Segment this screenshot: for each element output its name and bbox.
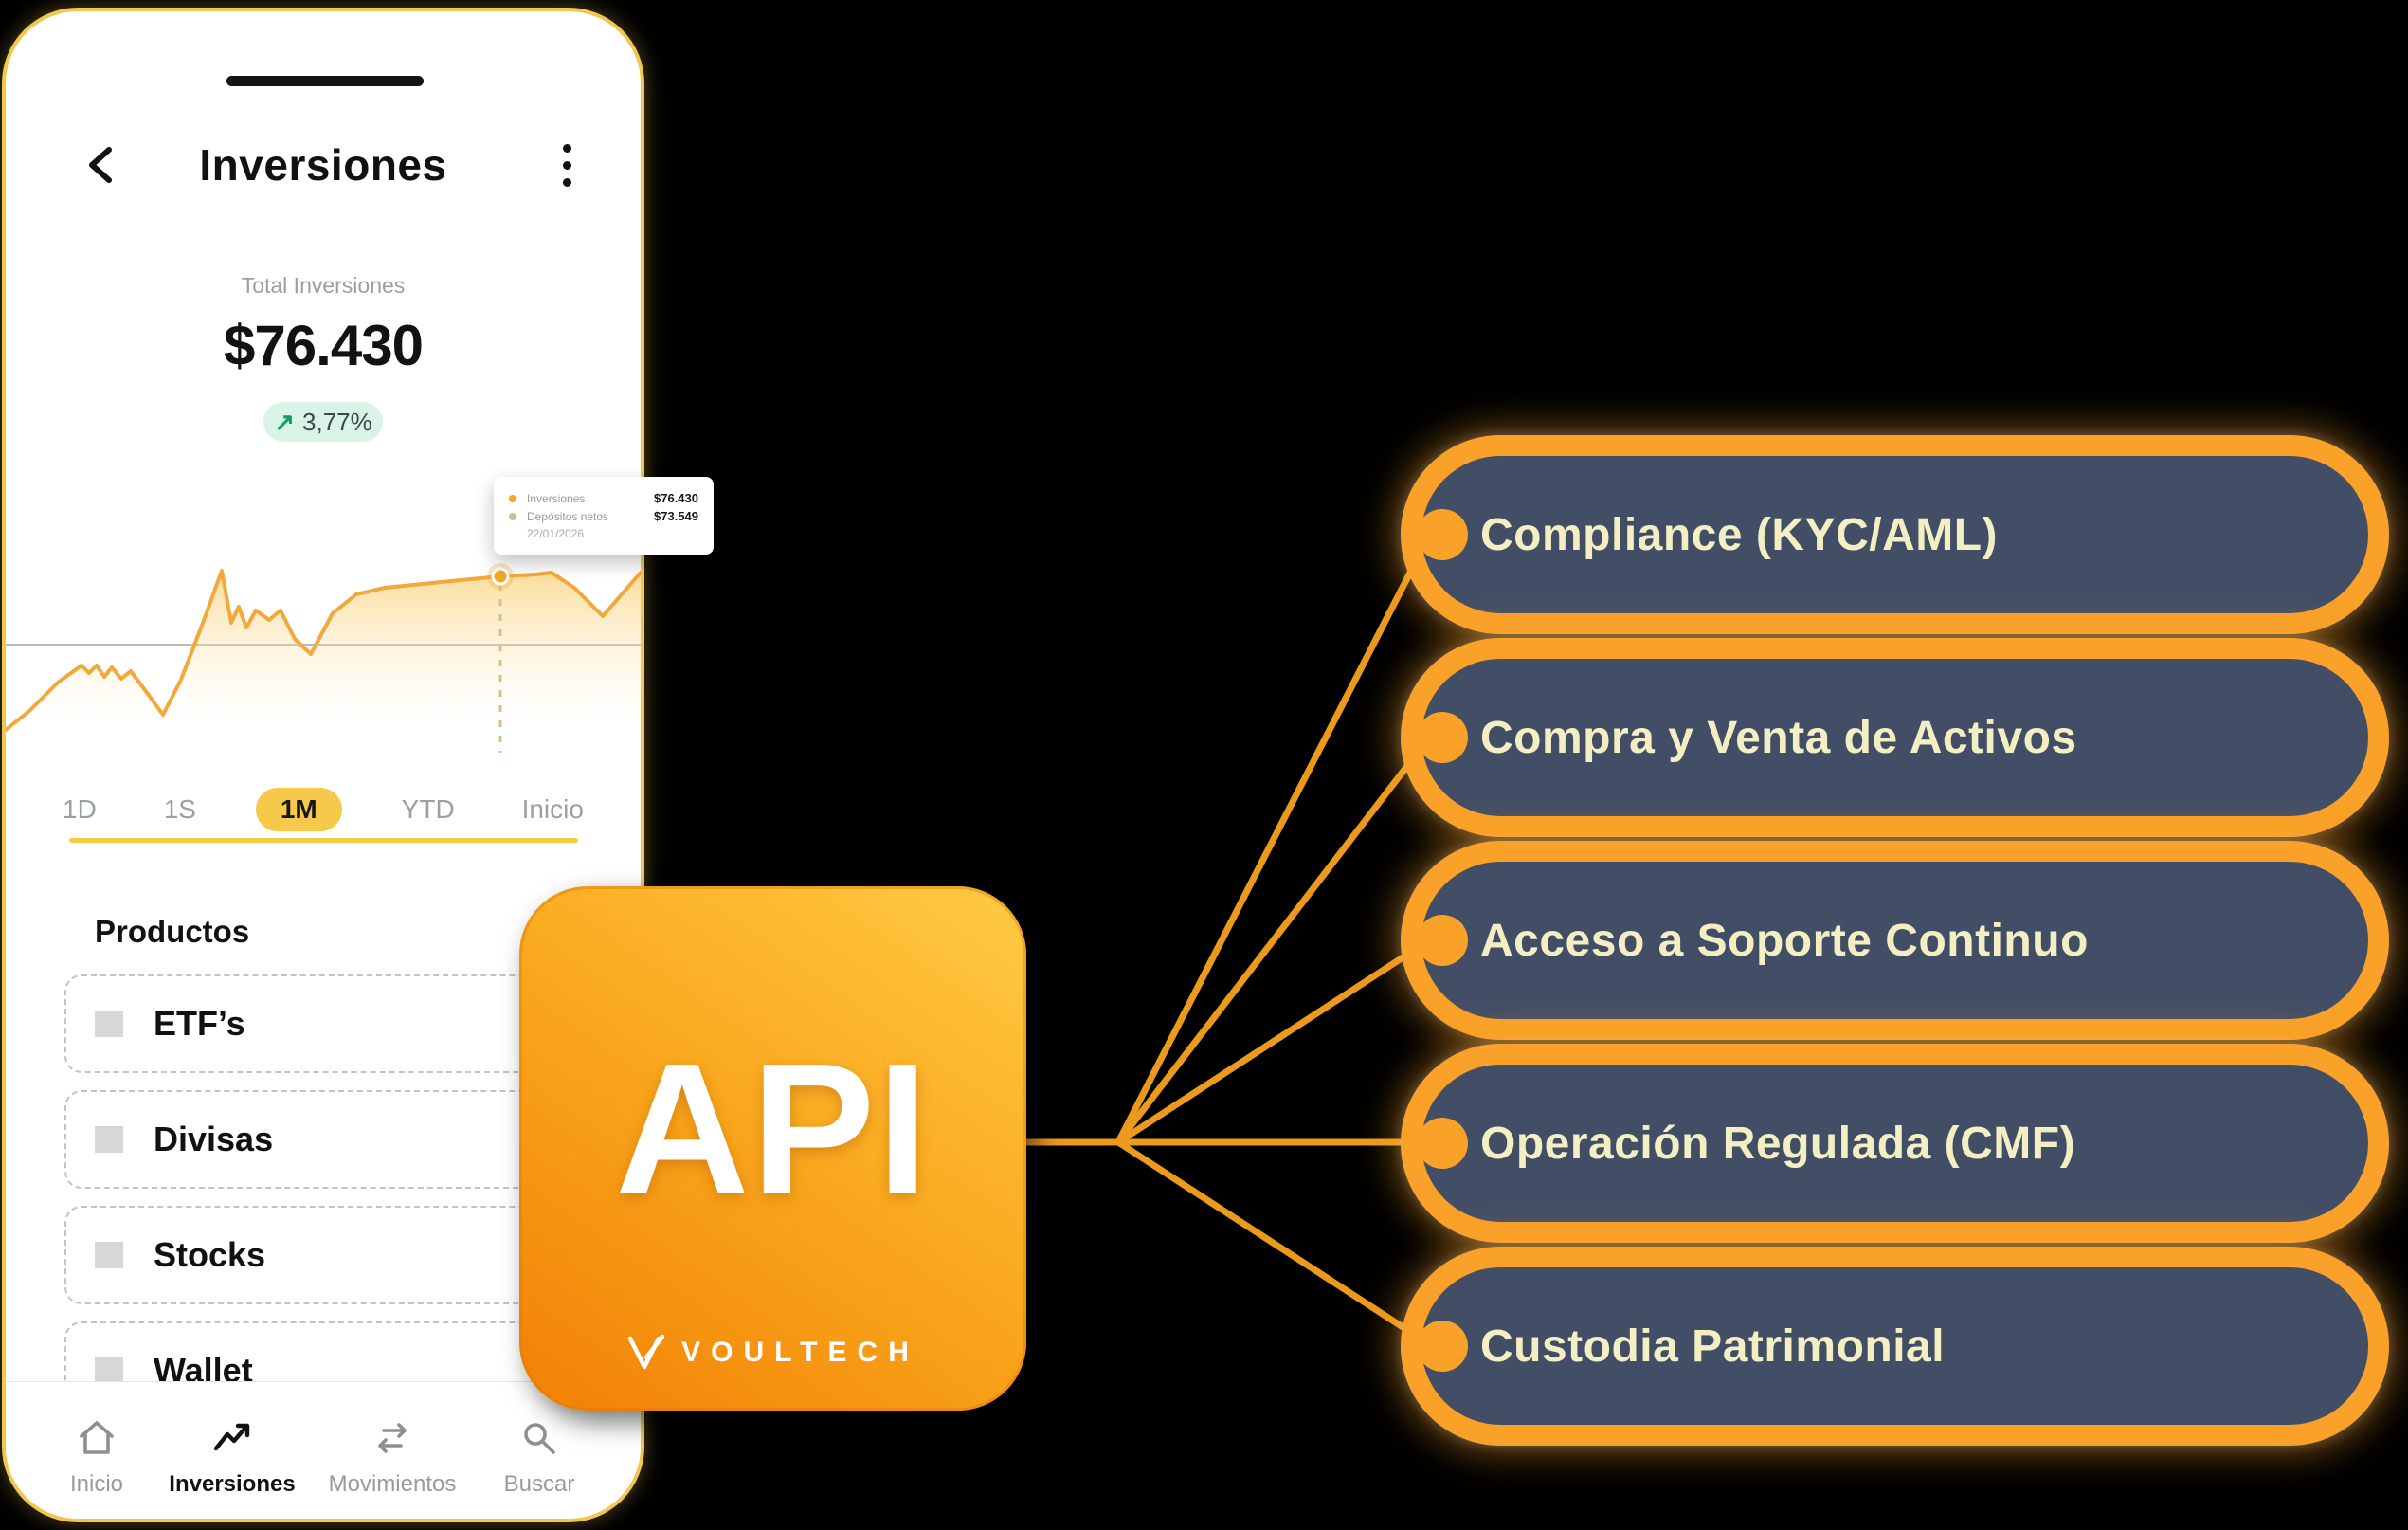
- nav-item-movimientos[interactable]: Movimientos: [326, 1416, 459, 1498]
- product-label: Stocks: [154, 1235, 266, 1274]
- series-dot-orange: [509, 494, 516, 502]
- change-badge: ↗ 3,77%: [263, 402, 383, 442]
- kebab-dot: [562, 160, 571, 170]
- tooltip-row-inversiones: Inversiones $76.430: [509, 489, 698, 507]
- connector-line-2: [1114, 734, 1433, 1146]
- nav-item-inicio[interactable]: Inicio: [30, 1416, 163, 1498]
- chevron-left-icon: [89, 147, 112, 183]
- series-dot-olive: [509, 512, 516, 520]
- voultech-logo-icon: [627, 1335, 665, 1370]
- trend-up-arrow-icon: ↗: [274, 408, 296, 436]
- nav-label: Inicio: [69, 1471, 124, 1497]
- connector-dot: [1417, 1321, 1468, 1372]
- connector-dot: [1417, 509, 1468, 560]
- feature-label: Acceso a Soporte Continuo: [1480, 915, 2089, 966]
- chart-area: [6, 571, 641, 757]
- tooltip-label: Inversiones: [527, 491, 586, 505]
- connector-line-1: [1114, 532, 1433, 1146]
- menu-button[interactable]: [544, 138, 589, 191]
- trending-up-icon: [213, 1423, 250, 1451]
- feature-pill-compra-venta: Compra y Venta de Activos: [1401, 638, 2389, 837]
- chart-line: [6, 569, 641, 732]
- tab-ytd[interactable]: YTD: [401, 794, 455, 824]
- transfer-arrows-icon: [378, 1423, 407, 1453]
- chart-tooltip: Inversiones $76.430 Depósitos netos $73.…: [494, 477, 714, 555]
- feature-label: Custodia Patrimonial: [1480, 1321, 1946, 1372]
- feature-label: Compliance (KYC/AML): [1480, 509, 1999, 560]
- product-label: Divisas: [154, 1120, 274, 1158]
- product-placeholder-icon: [95, 1357, 123, 1384]
- feature-pill-compliance: Compliance (KYC/AML): [1401, 435, 2389, 634]
- tab-inicio[interactable]: Inicio: [521, 794, 584, 824]
- tooltip-row-depositos: Depósitos netos $73.549: [509, 507, 698, 525]
- nav-label: Buscar: [503, 1471, 575, 1497]
- total-label: Total Inversiones: [241, 273, 406, 298]
- tooltip-date: 22/01/2026: [527, 527, 585, 540]
- feature-label: Operación Regulada (CMF): [1480, 1118, 2076, 1169]
- feature-pill-soporte: Acceso a Soporte Continuo: [1401, 841, 2389, 1040]
- total-amount: $76.430: [224, 314, 424, 377]
- investments-chart[interactable]: [6, 538, 641, 758]
- range-tabs: 1D 1S 1M YTD Inicio: [55, 787, 591, 832]
- kebab-dot: [562, 143, 571, 153]
- connector-line-3: [1114, 937, 1433, 1146]
- tab-1s[interactable]: 1S: [163, 794, 196, 824]
- product-item-divisas[interactable]: Divisas: [64, 1090, 588, 1189]
- brand-lockup: VOULTECH: [626, 1335, 919, 1371]
- connector-dot: [1417, 1118, 1468, 1169]
- back-button[interactable]: [78, 138, 123, 191]
- tooltip-label: Depósitos netos: [527, 509, 609, 523]
- search-icon: [524, 1423, 555, 1454]
- page-title: Inversiones: [199, 140, 447, 190]
- api-title: API: [615, 1025, 931, 1232]
- home-icon: [80, 1421, 114, 1454]
- nav-label: Inversiones: [169, 1471, 296, 1497]
- connector-dot: [1417, 915, 1468, 966]
- tab-1d[interactable]: 1D: [63, 794, 97, 824]
- connector-dot: [1417, 712, 1468, 763]
- brand-name: VOULTECH: [681, 1337, 919, 1368]
- product-placeholder-icon: [95, 1011, 123, 1037]
- product-item-etfs[interactable]: ETF’s: [64, 974, 588, 1073]
- tooltip-value: $76.430: [654, 491, 698, 505]
- connector-line-5: [1114, 1138, 1433, 1348]
- bottom-navbar: Inicio Inversiones Movimientos: [6, 1381, 641, 1519]
- tooltip-value: $73.549: [654, 509, 698, 523]
- feature-pill-regulada: Operación Regulada (CMF): [1401, 1044, 2389, 1243]
- notch-bar: [226, 76, 424, 86]
- product-item-stocks[interactable]: Stocks: [64, 1206, 588, 1304]
- phone-header: Inversiones: [6, 129, 641, 201]
- chart-marker-dot[interactable]: [491, 567, 510, 586]
- product-placeholder-icon: [95, 1242, 123, 1268]
- products-heading: Productos: [95, 914, 250, 949]
- api-box: API VOULTECH: [519, 886, 1026, 1411]
- nav-item-buscar[interactable]: Buscar: [473, 1416, 606, 1498]
- nav-label: Movimientos: [328, 1471, 457, 1497]
- product-placeholder-icon: [95, 1126, 123, 1153]
- feature-label: Compra y Venta de Activos: [1480, 712, 2077, 763]
- product-label: ETF’s: [154, 1004, 245, 1043]
- change-percent: 3,77%: [302, 407, 372, 436]
- nav-item-inversiones[interactable]: Inversiones: [166, 1416, 299, 1498]
- tabs-underline: [69, 838, 578, 843]
- feature-pill-custodia: Custodia Patrimonial: [1401, 1247, 2389, 1446]
- tab-1m-active[interactable]: 1M: [255, 788, 342, 831]
- kebab-dot: [562, 177, 571, 187]
